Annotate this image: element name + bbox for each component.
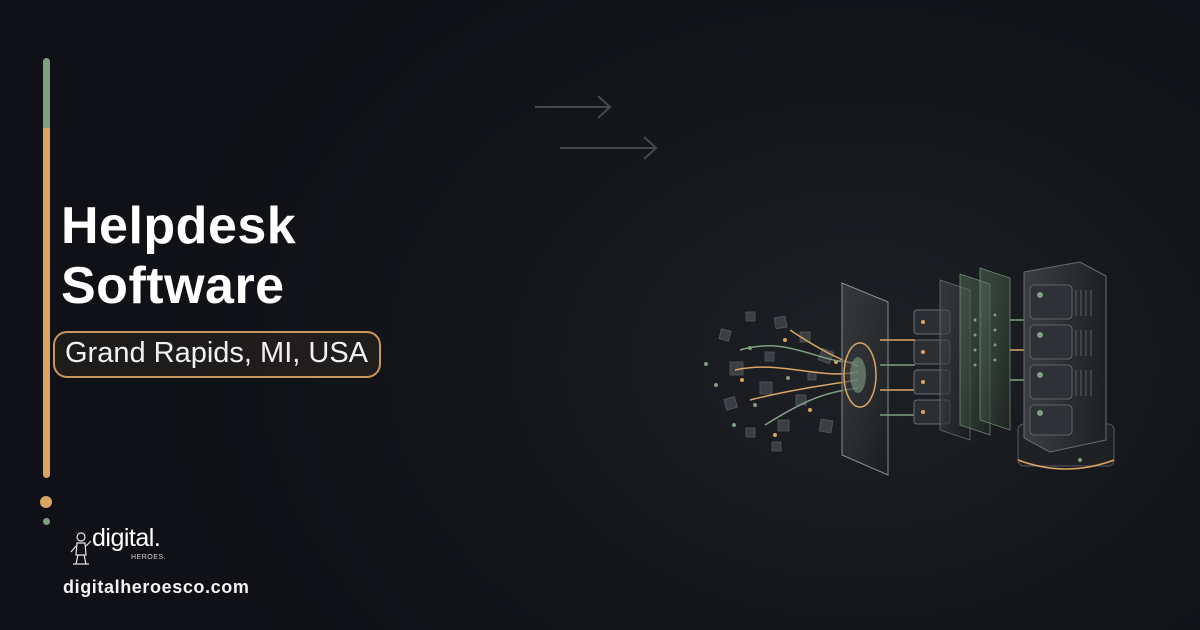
location-badge: Grand Rapids, MI, USA [53, 331, 381, 378]
title-line-1: Helpdesk [61, 197, 297, 255]
accent-dot-gold [40, 496, 52, 508]
server-illustration [535, 95, 1115, 476]
server-rack-icon [1017, 261, 1115, 470]
logo-word: digital. [92, 524, 161, 552]
page-title: Helpdesk Software [61, 196, 296, 316]
accent-dot-green [43, 518, 50, 525]
title-line-2: Software [61, 257, 285, 315]
accent-bar-gold [43, 128, 50, 478]
logo-sub: HEROES. [131, 554, 167, 561]
website-link[interactable]: digitalheroesco.com [63, 577, 250, 597]
hero-mascot-icon [70, 532, 92, 565]
arrow-right-icon [535, 95, 658, 160]
accent-bar-green [43, 58, 50, 130]
